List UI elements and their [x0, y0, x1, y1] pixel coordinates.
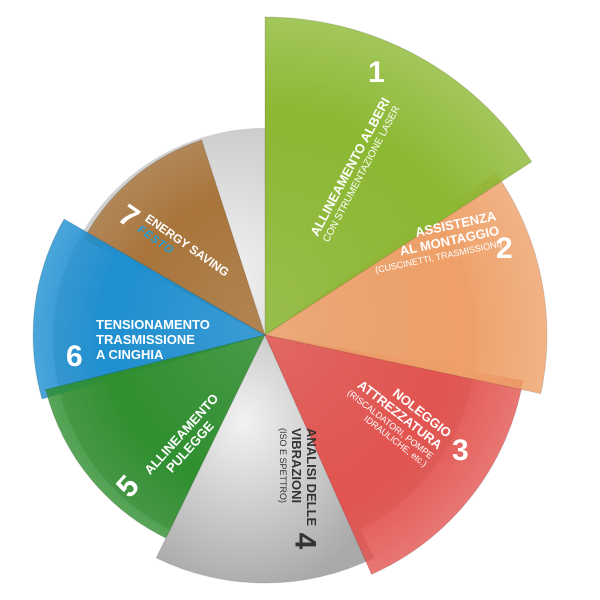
segment-6-wedge: [32, 218, 267, 400]
segment-2-number: 2: [496, 232, 513, 265]
segment-1-wedge: [264, 16, 533, 336]
segment-6-number: 6: [66, 340, 83, 373]
segment-7-wedge: [83, 139, 266, 337]
segment-3-number: 3: [452, 434, 469, 467]
segment-2-wedge: [263, 172, 548, 395]
segment-3-wedge: [264, 334, 524, 576]
segment-6-label: TENSIONAMENTO TRASMISSIONE A CINGHIA: [96, 317, 210, 362]
segment-4-wedge: [155, 333, 375, 584]
segment-4-number: 4: [288, 532, 322, 550]
segment-5-wedge: [45, 334, 266, 543]
segment-1-number: 1: [368, 56, 385, 89]
segment-4-label: ANALISI DELLE VIBRAZIONI (ISO E SPETTRO): [278, 428, 319, 527]
